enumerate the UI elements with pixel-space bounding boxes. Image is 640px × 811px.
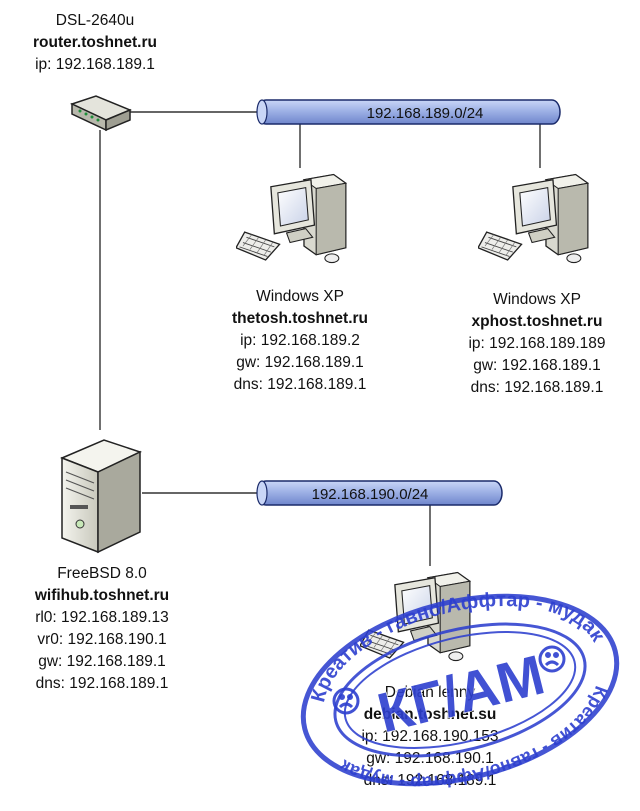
server-dns: dns: 192.168.189.1 [35, 675, 169, 692]
thetosh-ip: ip: 192.168.189.2 [240, 332, 360, 349]
xphost-computer-icon [478, 173, 589, 264]
server-os: FreeBSD 8.0 [57, 565, 147, 582]
thetosh-hostname: thetosh.toshnet.ru [231, 310, 369, 327]
xphost-label: Windows XP xphost.toshnet.ru ip: 192.168… [432, 289, 640, 399]
router-ip: ip: 192.168.189.1 [35, 56, 155, 73]
router-model: DSL-2640u [55, 12, 135, 29]
thetosh-computer-icon [236, 173, 347, 264]
router-label: DSL-2640u router.toshnet.ru ip: 192.168.… [10, 10, 180, 76]
thetosh-dns: dns: 192.168.189.1 [233, 376, 367, 393]
stamp-sad-face-icon [332, 687, 360, 715]
xphost-hostname: xphost.toshnet.ru [471, 313, 603, 330]
xphost-ip: ip: 192.168.189.189 [468, 335, 606, 352]
thetosh-gw: gw: 192.168.189.1 [236, 354, 364, 371]
lan-bus: 192.168.189.0/24 [256, 99, 561, 125]
stamp-sad-face-right-icon [538, 645, 566, 673]
kgam-stamp: Креатив - гавно/Аффтар - мудак Креатив -… [300, 589, 620, 793]
lan-bus-label: 192.168.189.0/24 [367, 105, 484, 122]
debian-ip: ip: 192.168.190.153 [361, 728, 499, 745]
xphost-dns: dns: 192.168.189.1 [470, 379, 604, 396]
server-vr0: vr0: 192.168.190.1 [37, 631, 167, 648]
thetosh-label: Windows XP thetosh.toshnet.ru ip: 192.16… [200, 286, 400, 396]
server-rl0: rl0: 192.168.189.13 [35, 609, 169, 626]
server-label: FreeBSD 8.0 wifihub.toshnet.ru rl0: 192.… [2, 563, 202, 695]
wifi-bus: 192.168.190.0/24 [256, 480, 503, 506]
router-icon [69, 95, 132, 132]
wifi-bus-label: 192.168.190.0/24 [312, 486, 429, 503]
debian-hostname: debian.toshnet.su [363, 706, 497, 723]
debian-os: Debian lenny [384, 684, 476, 701]
server-hostname: wifihub.toshnet.ru [34, 587, 170, 604]
router-hostname: router.toshnet.ru [32, 34, 157, 51]
server-icon [60, 439, 143, 554]
xphost-gw: gw: 192.168.189.1 [473, 357, 601, 374]
connection-lines [99, 111, 541, 566]
server-gw: gw: 192.168.189.1 [38, 653, 166, 670]
thetosh-os: Windows XP [256, 288, 344, 305]
xphost-os: Windows XP [493, 291, 581, 308]
